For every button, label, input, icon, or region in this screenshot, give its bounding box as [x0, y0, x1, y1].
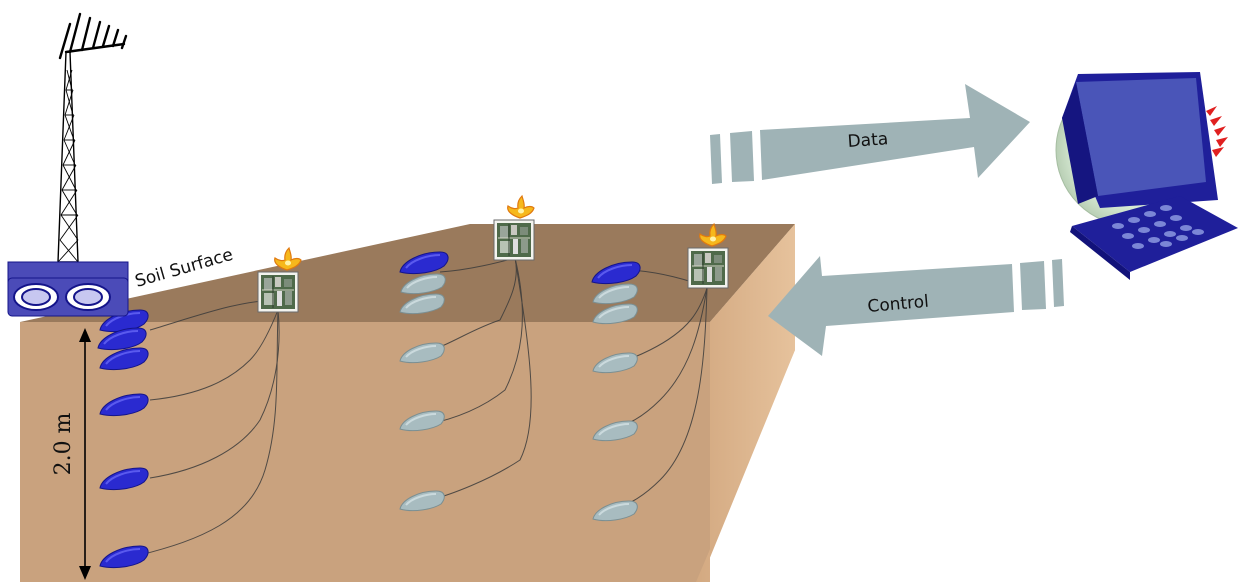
- antenna-tower-icon: [7, 12, 129, 317]
- soil-front-face: [20, 322, 710, 582]
- data-arrow: Data: [710, 84, 1030, 184]
- control-arrow: Control: [768, 256, 1064, 356]
- data-label: Data: [847, 129, 889, 152]
- sensor-board-icon: [493, 219, 535, 261]
- depth-label: 2.0 m: [51, 412, 76, 475]
- computer-monitor-icon: [1055, 72, 1238, 280]
- sensor-board-icon: [257, 271, 299, 313]
- sensor-board-1: [257, 247, 302, 313]
- sensor-board-2: [493, 195, 535, 261]
- sensor-board-icon: [687, 247, 729, 289]
- depth-indicator: 2.0 m: [51, 328, 91, 580]
